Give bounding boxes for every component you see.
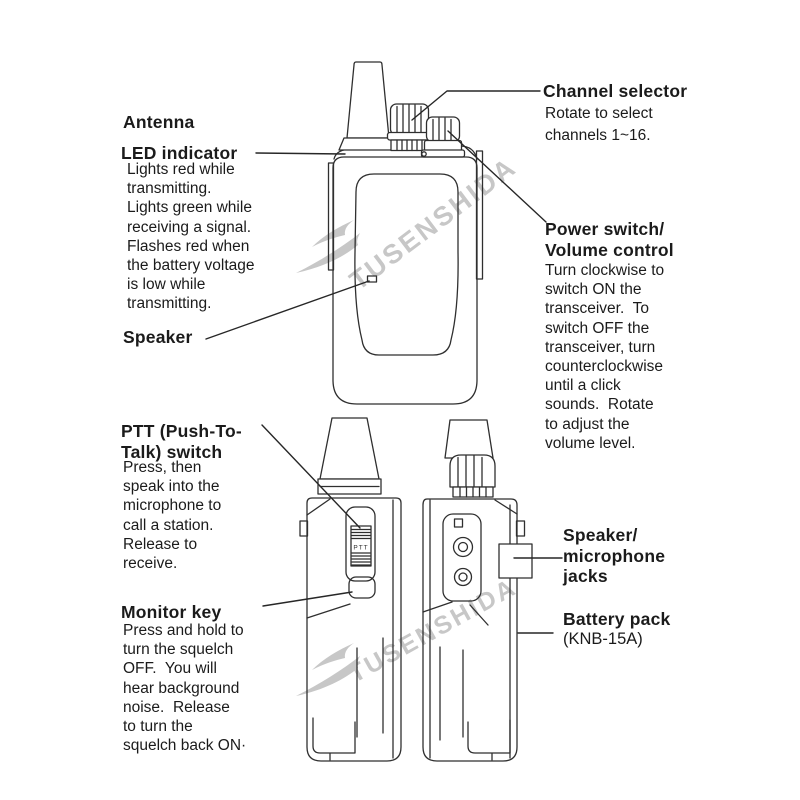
side-body <box>306 497 402 762</box>
side-body <box>422 498 518 762</box>
jack-panel-window <box>453 518 464 528</box>
power-pointer-line <box>447 130 547 223</box>
battery-pack-label: Battery pack <box>563 609 671 629</box>
side-view-left: PTT <box>299 417 402 762</box>
side-tab <box>299 520 309 537</box>
led-indicator-description: Lights red while transmitting. Lights gr… <box>127 161 255 313</box>
ptt-switch-description: Press, then speak into the microphone to… <box>123 459 222 573</box>
speaker-pointer-line <box>205 280 370 340</box>
channel-pointer-line <box>411 90 541 121</box>
power-switch-label: Power switch/ Volume control <box>545 219 674 260</box>
watermark-logo-icon <box>296 643 360 696</box>
jacks-label: Speaker/ microphone jacks <box>563 525 666 586</box>
led-indicator <box>366 275 378 283</box>
channel-selector-description: Rotate to select channels 1~16. <box>545 105 653 144</box>
channel-selector-label: Channel selector <box>543 81 688 101</box>
monitor-key-label: Monitor key <box>121 602 222 622</box>
side-tab <box>515 520 526 537</box>
monitor-pointer-line <box>262 591 353 607</box>
ptt-panel <box>345 506 376 582</box>
ptt-switch-label: PTT <box>353 545 368 552</box>
ptt-switch-label: PTT (Push-To- Talk) switch <box>121 421 242 462</box>
led-pointer-line <box>255 152 346 155</box>
side-view-right <box>422 419 533 762</box>
battery-seam <box>422 601 489 741</box>
channel-selector-knob <box>386 103 433 152</box>
speaker-grille <box>354 173 459 356</box>
antenna <box>317 417 382 495</box>
inner-edge <box>429 499 511 759</box>
pointer-lines <box>205 90 563 634</box>
speaker-label: Speaker <box>123 327 193 347</box>
top-bevel <box>306 498 331 516</box>
led-indicator-label: LED indicator <box>121 143 238 163</box>
power-switch-description: Turn clockwise to switch ON the transcei… <box>545 262 665 452</box>
battery-latch <box>467 719 511 761</box>
speaker-jack <box>452 536 474 558</box>
front-view <box>327 61 484 405</box>
top-bevel <box>494 499 518 515</box>
right-side-rail <box>475 150 484 280</box>
antenna-label: Antenna <box>123 112 195 132</box>
ptt-switch: PTT <box>350 525 372 567</box>
battery-pack-model: (KNB-15A) <box>563 630 643 648</box>
top-panel-hole <box>421 151 427 157</box>
jack-panel <box>442 513 482 602</box>
jack-cover <box>498 543 533 579</box>
antenna <box>444 419 494 459</box>
microphone-jack <box>453 567 473 587</box>
battery-seam <box>306 603 384 738</box>
power-volume-knob <box>420 116 466 158</box>
monitor-key <box>348 576 376 599</box>
left-side-rail <box>327 162 335 271</box>
monitor-key-description: Press and hold to turn the squelch OFF. … <box>123 622 247 755</box>
side-knob <box>449 454 496 498</box>
battery-latch <box>312 717 356 761</box>
front-body <box>332 156 478 405</box>
ptt-pointer-line <box>261 424 361 529</box>
